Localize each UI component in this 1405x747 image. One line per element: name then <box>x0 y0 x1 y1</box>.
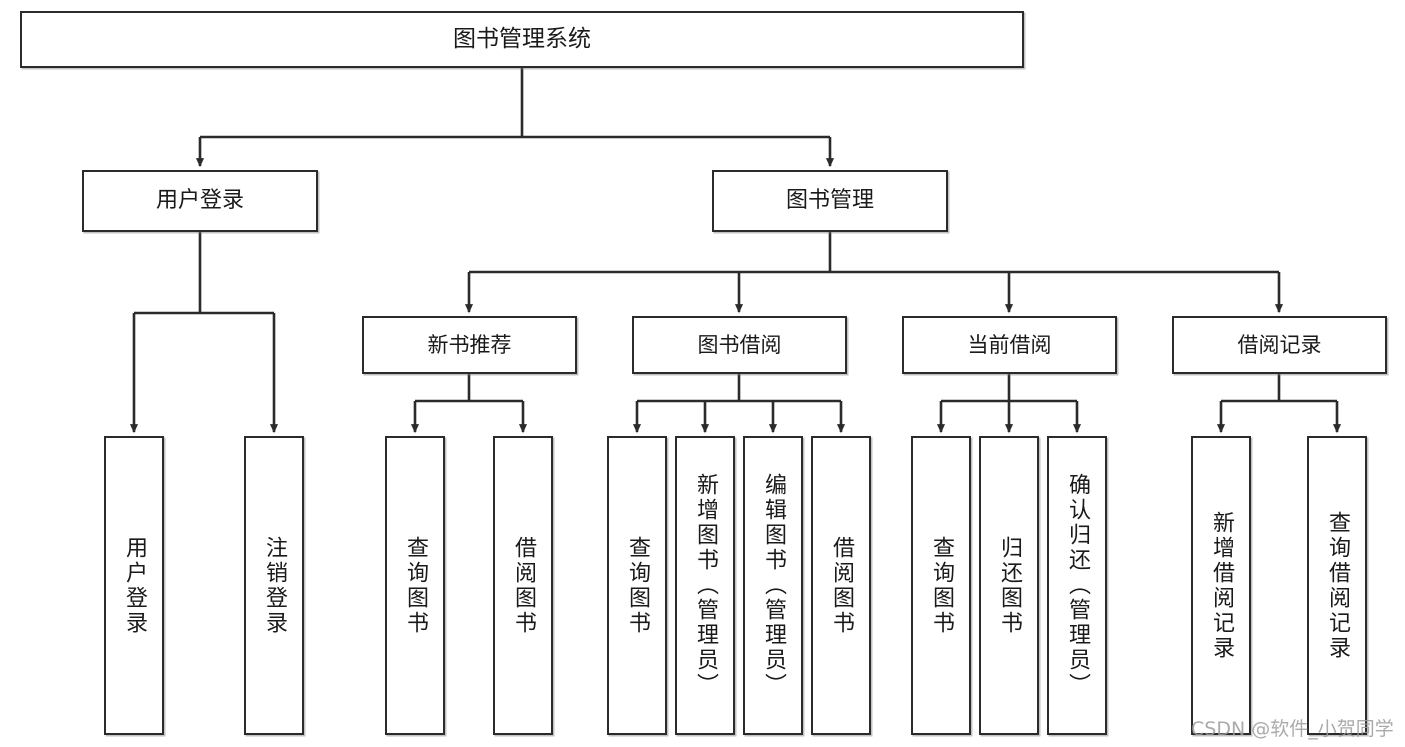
node-borrow-record[interactable]: 借阅记录 <box>1172 316 1387 374</box>
node-label: 图书管理系统 <box>453 25 591 52</box>
node-label: 借阅记录 <box>1237 332 1322 357</box>
node-book-borrow[interactable]: 图书借阅 <box>632 316 847 374</box>
node-current-borrow[interactable]: 当前借阅 <box>902 316 1117 374</box>
node-leaf-query-book-1[interactable]: 查询图书 <box>385 436 445 735</box>
node-new-book-recommend[interactable]: 新书推荐 <box>362 316 577 374</box>
node-label: 新增图书（管理员） <box>693 473 718 698</box>
node-label: 查询图书 <box>625 535 650 636</box>
node-label: 注销登录 <box>262 535 287 636</box>
node-label: 查询借阅记录 <box>1325 510 1350 661</box>
node-label: 借阅图书 <box>829 535 854 636</box>
node-leaf-query-book-2[interactable]: 查询图书 <box>607 436 667 735</box>
node-label: 归还图书 <box>997 535 1022 636</box>
node-leaf-borrow-book-2[interactable]: 借阅图书 <box>811 436 871 735</box>
node-label: 编辑图书（管理员） <box>761 473 786 698</box>
node-label: 新书推荐 <box>427 332 512 357</box>
node-label: 查询图书 <box>403 535 428 636</box>
node-root-book-management-system[interactable]: 图书管理系统 <box>20 11 1024 68</box>
node-leaf-confirm-return[interactable]: 确认归还（管理员） <box>1047 436 1107 735</box>
node-leaf-logout-login[interactable]: 注销登录 <box>244 436 304 735</box>
node-label: 用户登录 <box>122 535 147 636</box>
node-label: 图书管理 <box>785 188 874 214</box>
node-leaf-return-book[interactable]: 归还图书 <box>979 436 1039 735</box>
node-label: 借阅图书 <box>511 535 536 636</box>
node-label: 确认归还（管理员） <box>1065 473 1090 698</box>
node-leaf-add-record[interactable]: 新增借阅记录 <box>1191 436 1251 735</box>
node-leaf-edit-book[interactable]: 编辑图书（管理员） <box>743 436 803 735</box>
node-leaf-user-login[interactable]: 用户登录 <box>104 436 164 735</box>
node-label: 当前借阅 <box>967 332 1052 357</box>
node-label: 用户登录 <box>155 188 244 214</box>
node-leaf-borrow-book-1[interactable]: 借阅图书 <box>493 436 553 735</box>
node-leaf-query-record[interactable]: 查询借阅记录 <box>1307 436 1367 735</box>
node-user-login[interactable]: 用户登录 <box>82 170 318 232</box>
node-leaf-query-book-3[interactable]: 查询图书 <box>911 436 971 735</box>
node-label: 图书借阅 <box>697 332 782 357</box>
node-label: 查询图书 <box>929 535 954 636</box>
node-label: 新增借阅记录 <box>1209 510 1234 661</box>
node-leaf-add-book[interactable]: 新增图书（管理员） <box>675 436 735 735</box>
node-book-management[interactable]: 图书管理 <box>712 170 948 232</box>
